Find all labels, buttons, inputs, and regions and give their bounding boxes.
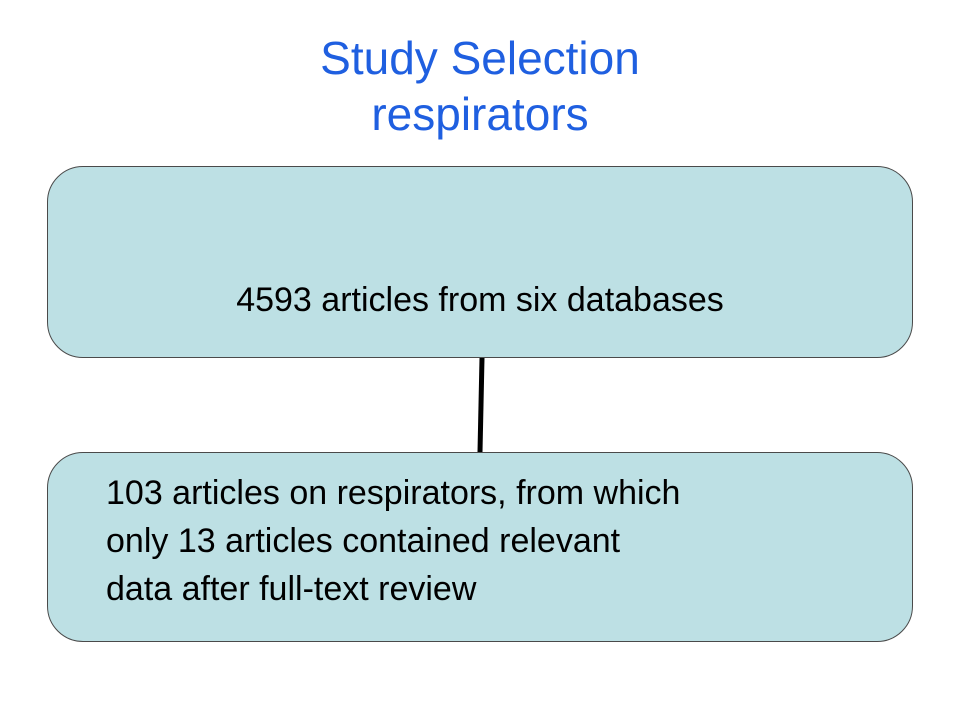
slide-title: Study Selection respirators [0,30,960,142]
included-studies-line-2: only 13 articles contained relevant [106,522,621,560]
title-line-1: Study Selection [320,32,640,84]
included-studies-line-3: data after full-text review [106,570,477,608]
included-studies-box: 103 articles on respirators, from which … [47,452,913,642]
records-identified-box: 4593 articles from six databases [47,166,913,358]
title-line-2: respirators [371,88,589,140]
included-studies-text: 103 articles on respirators, from which … [106,469,866,613]
included-studies-line-1: 103 articles on respirators, from which [106,474,681,512]
records-identified-text: 4593 articles from six databases [236,281,724,319]
connector-line [477,357,485,453]
